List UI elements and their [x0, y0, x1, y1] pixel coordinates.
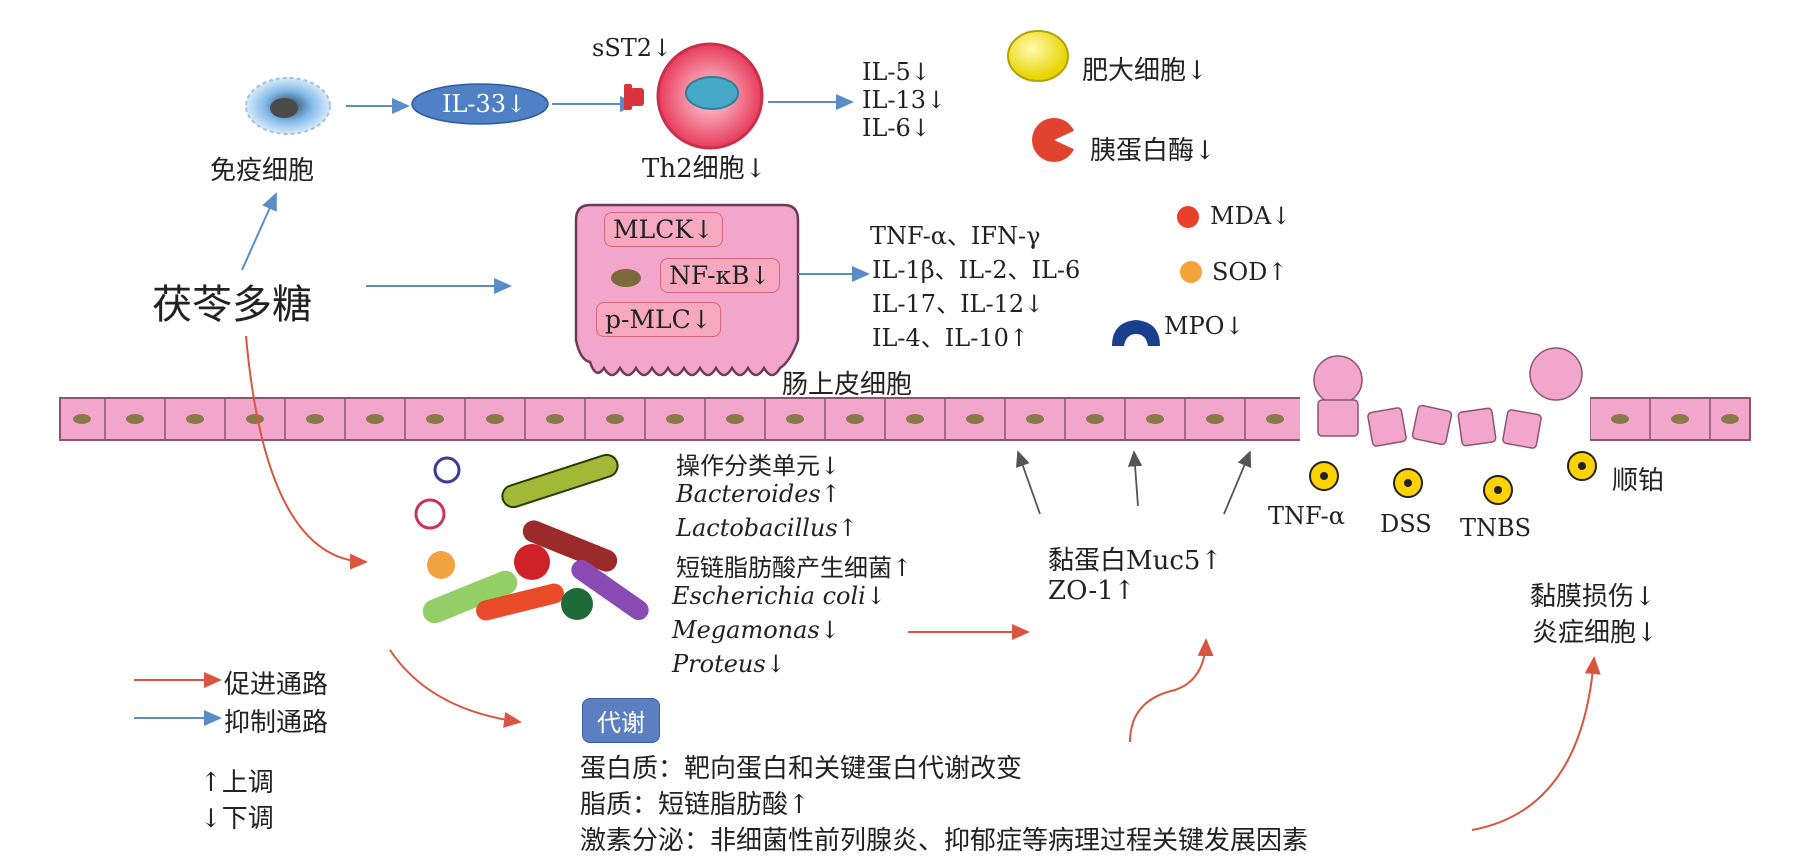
nfkb-box: NF-κB↓: [660, 258, 780, 293]
agent-cisplatin: 顺铂: [1612, 466, 1665, 496]
arrow-mucus-2: [1127, 450, 1143, 507]
arrow-microbiota-metabolism: [389, 649, 522, 728]
trypsin-label: 胰蛋白酶↓: [1090, 136, 1216, 166]
il33-label: IL-33↓: [442, 90, 527, 118]
arrow-metabolism-outcome: [1471, 656, 1601, 831]
th2-cytokine-1: IL-5↓: [862, 58, 931, 86]
microbe-item-5: Escherichia coli↓: [672, 582, 886, 610]
il33-ellipse: [411, 83, 549, 125]
center-label: 茯苓多糖: [152, 282, 312, 328]
hazard-icon-tnfa: [1309, 461, 1339, 491]
mda-dot: [1177, 206, 1199, 228]
mlck-box: MLCK↓: [604, 212, 723, 247]
trypsin-icon: [1032, 118, 1080, 162]
mast-cell-label: 肥大细胞↓: [1082, 56, 1208, 86]
arrow-center-microbiota: [245, 335, 368, 570]
outcome-line-2: 炎症细胞↓: [1532, 618, 1658, 648]
metabolism-line-2: 脂质：短链脂肪酸↑: [580, 790, 810, 820]
microbe-item-2: Bacteroides↑: [676, 480, 841, 508]
sst2-label: sST2↓: [592, 34, 673, 62]
agent-tnbs: TNBS: [1460, 514, 1532, 542]
arrow-metabolism-mucus: [1129, 638, 1214, 743]
epithelium-strip: [59, 347, 1751, 449]
microbe-item-3: Lactobacillus↑: [676, 514, 858, 542]
mucus-line-1: 黏蛋白Muc5↑: [1048, 546, 1223, 576]
hazard-icon-tnbs: [1483, 475, 1513, 505]
mda-label: MDA↓: [1210, 202, 1292, 230]
arrow-center-immune: [241, 192, 277, 271]
sod-dot: [1180, 261, 1202, 283]
outcome-line-1: 黏膜损伤↓: [1530, 582, 1656, 612]
th2-cytokine-3: IL-6↓: [862, 114, 931, 142]
epi-cytokine-1: TNF-α、IFN-γ: [870, 222, 1041, 250]
microbe-item-4: 短链脂肪酸产生细菌↑: [676, 554, 913, 582]
th2-label: Th2细胞↓: [642, 154, 767, 184]
immune-cell-label: 免疫细胞: [210, 156, 315, 186]
pmlc-box: p-MLC↓: [596, 302, 721, 337]
epi-cytokine-2: IL-1β、IL-2、IL-6: [872, 256, 1081, 284]
th2-cytokine-2: IL-13↓: [862, 86, 947, 114]
metabolism-line-1: 蛋白质：靶向蛋白和关键蛋白代谢改变: [580, 754, 1023, 784]
epithelial-label: 肠上皮细胞: [782, 370, 913, 400]
microbe-item-7: Proteus↓: [672, 650, 786, 678]
legend-promote-label: 促进通路: [224, 670, 329, 700]
bacteria-cluster-icon: [414, 453, 649, 624]
metabolism-badge: 代谢: [582, 698, 660, 743]
agent-dss: DSS: [1380, 510, 1432, 538]
sod-label: SOD↑: [1212, 258, 1288, 286]
arrow-mucus-3: [1223, 450, 1252, 515]
hazard-icon-cisplatin: [1567, 451, 1597, 481]
microbe-item-6: Megamonas↓: [672, 616, 840, 644]
legend-inhibit-label: 抑制通路: [224, 708, 329, 738]
legend-up-label: ↑上调: [200, 768, 274, 798]
metabolism-line-3: 激素分泌：非细菌性前列腺炎、抑郁症等病理过程关键发展因素: [580, 826, 1309, 856]
epi-cytokine-3: IL-17、IL-12↓: [872, 290, 1045, 318]
immune-cell-icon: [245, 77, 331, 135]
mast-cell-icon: [1007, 30, 1069, 82]
hazard-icon-dss: [1393, 468, 1423, 498]
epi-cytokine-4: IL-4、IL-10↑: [872, 324, 1029, 352]
legend-down-label: ↓下调: [200, 804, 274, 834]
mpo-icon: [1112, 320, 1160, 346]
mpo-label: MPO↓: [1164, 312, 1245, 340]
mucus-line-2: ZO-1↑: [1048, 576, 1136, 606]
arrow-mucus-1: [1016, 450, 1041, 515]
th2-cell-icon: [624, 42, 764, 150]
agent-tnfa: TNF-α: [1268, 502, 1345, 530]
microbe-item-1: 操作分类单元↓: [676, 452, 841, 480]
